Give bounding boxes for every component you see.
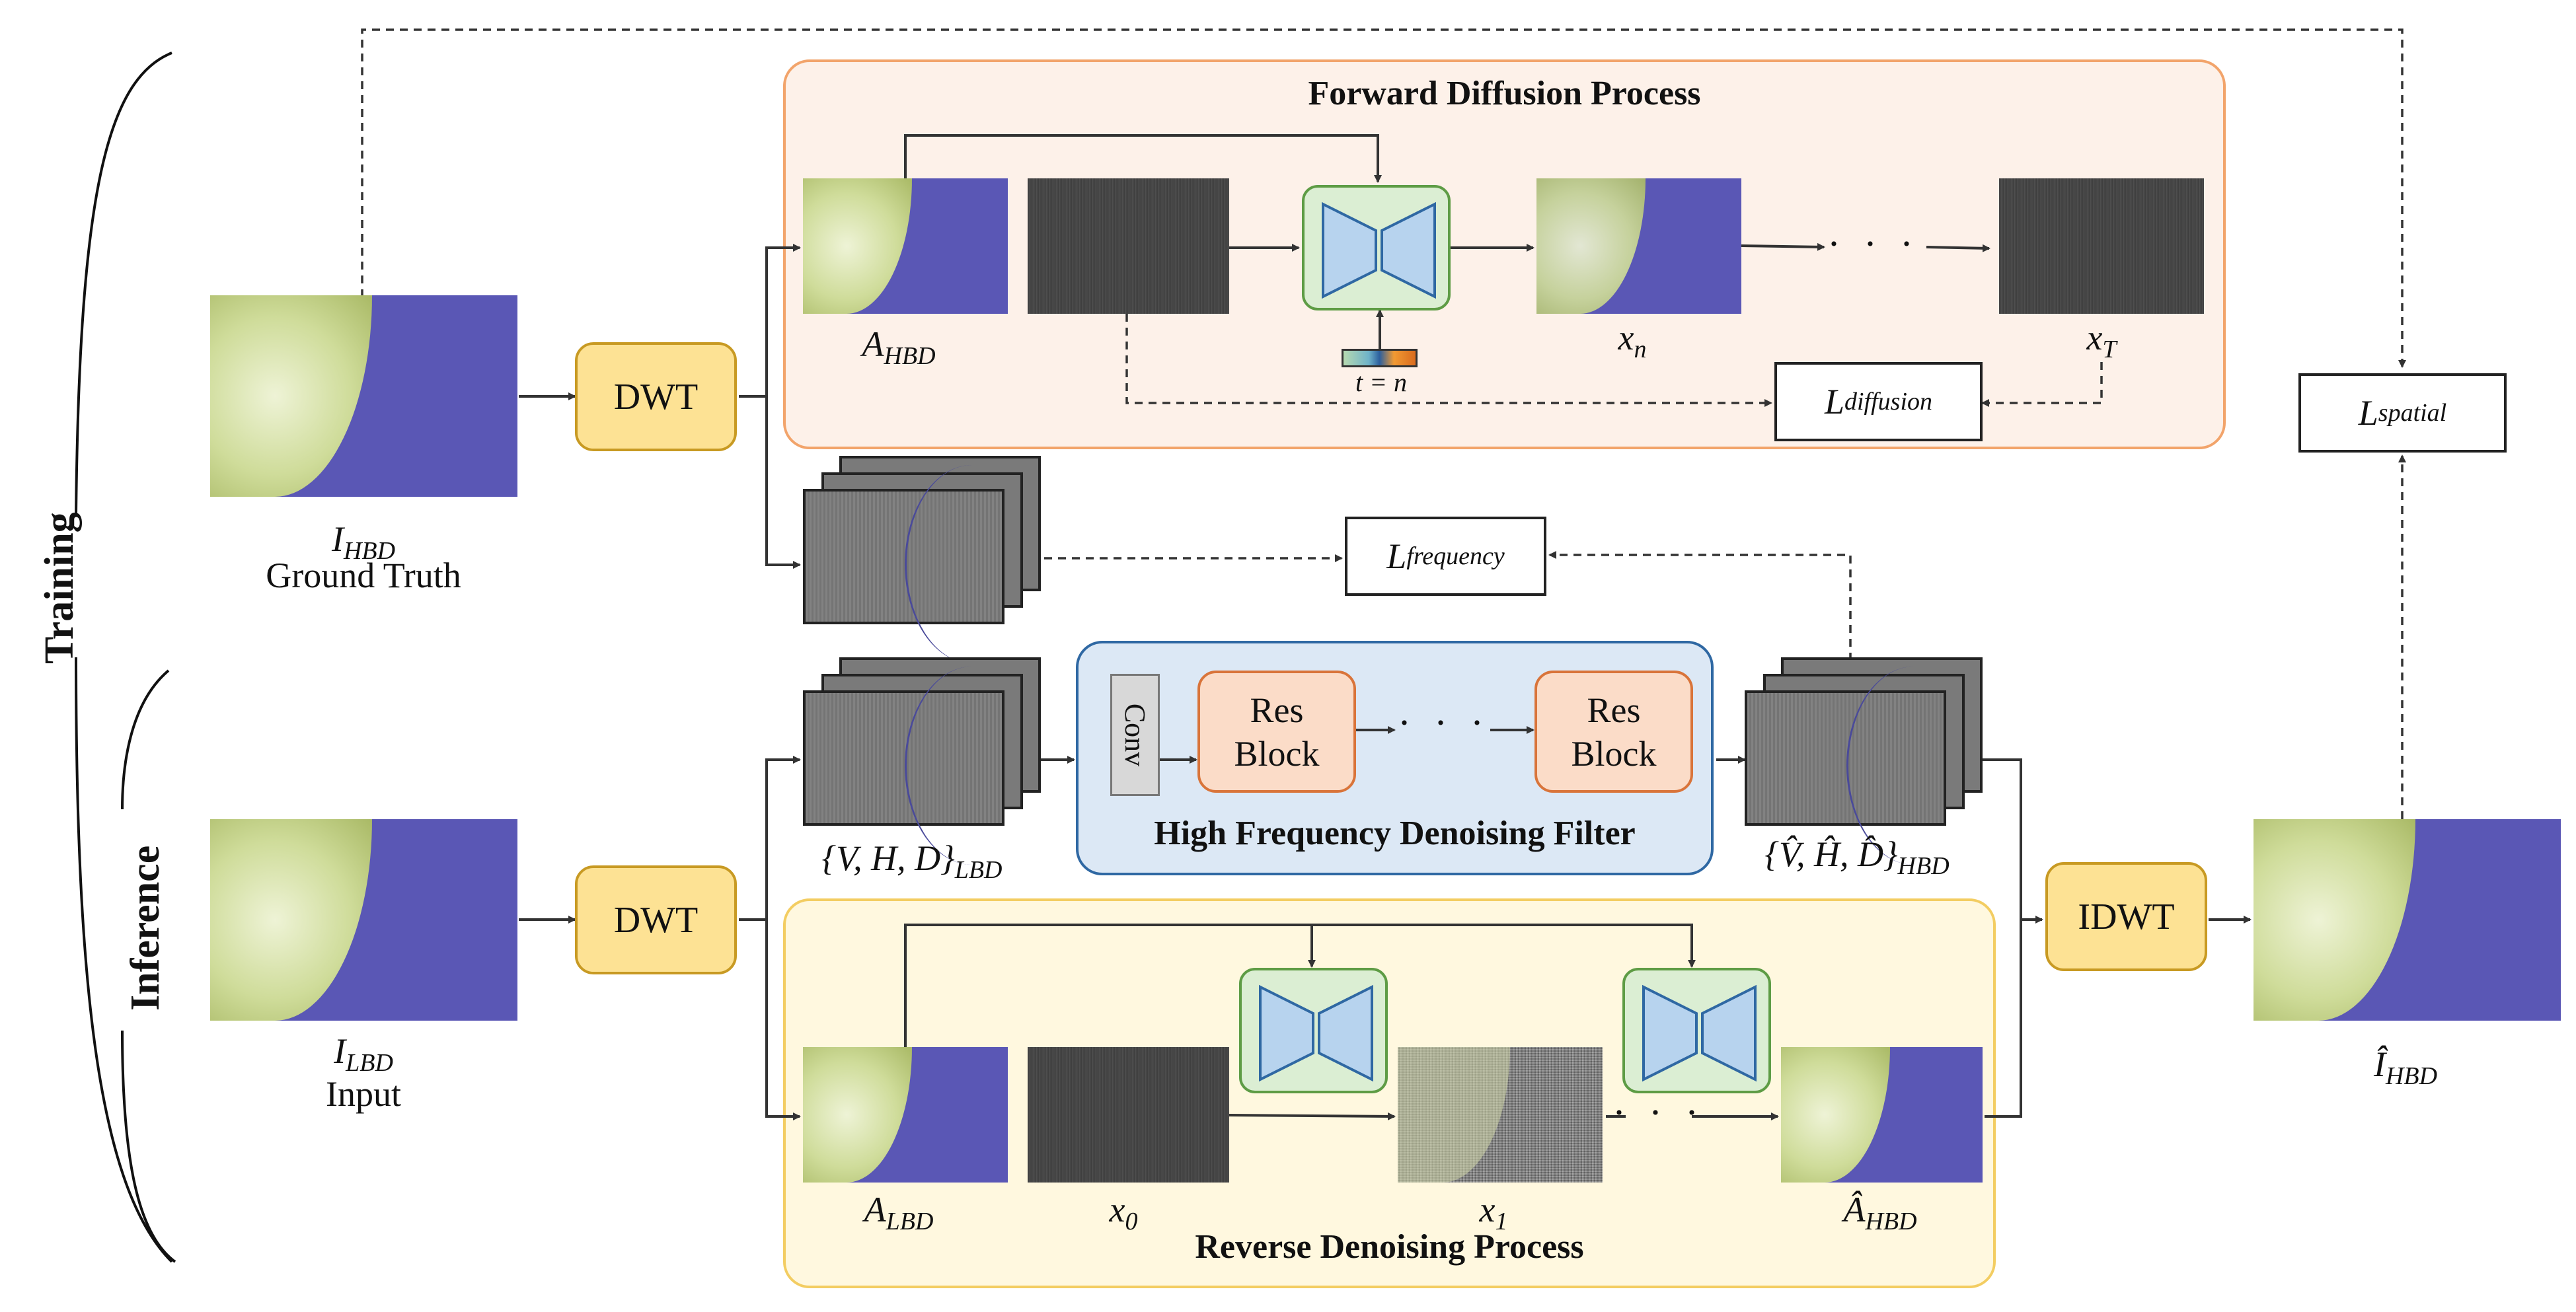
reverse-denoising-title: Reverse Denoising Process — [1195, 1228, 1584, 1266]
forward-diffusion-title: Forward Diffusion Process — [1308, 75, 1701, 112]
output-hbd-image — [2254, 819, 2561, 1021]
x0-label: x0 — [1109, 1190, 1138, 1235]
xT-label: xT — [2086, 318, 2117, 363]
dwt-training-box: DWT — [575, 342, 737, 451]
vhd-lbd-label: {V, H, D}LBD — [821, 838, 1003, 884]
ground-truth-image — [210, 295, 517, 497]
reverse-ellipsis: · · · — [1612, 1091, 1705, 1134]
hf-subband-gt-front — [803, 465, 1004, 663]
timestep-label: t = n — [1355, 367, 1408, 397]
timestep-bar — [1342, 349, 1418, 367]
xT-noise-image — [1999, 178, 2204, 314]
section-brackets — [75, 52, 176, 1263]
xn-image — [1536, 178, 1741, 314]
a-hat-hbd-image — [1781, 1047, 1983, 1183]
noise-image-forward — [1028, 178, 1229, 314]
idwt-box: IDWT — [2045, 862, 2207, 971]
unet-forward — [1302, 185, 1451, 310]
x0-noise-image — [1028, 1047, 1229, 1183]
x1-image — [1398, 1047, 1603, 1183]
vhd-hbd-label: {V̂, Ĥ, D̂}HBD — [1764, 834, 1950, 880]
a-lbd-image — [803, 1047, 1008, 1183]
gt-caption: Ground Truth — [266, 556, 461, 595]
a-hbd-label: AHBD — [862, 324, 936, 370]
hf-subband-lbd-front — [803, 667, 1004, 865]
input-symbol: ILBD — [334, 1031, 393, 1077]
x1-label: x1 — [1479, 1190, 1508, 1235]
filter-ellipsis: · · · — [1398, 701, 1490, 745]
gt-symbol: IHBD — [331, 519, 396, 565]
forward-ellipsis: · · · — [1827, 222, 1920, 266]
forward-diffusion-panel — [783, 59, 2226, 449]
a-hat-hbd-label: ÂHBD — [1843, 1190, 1917, 1235]
output-symbol: ÎHBD — [2373, 1044, 2438, 1090]
dwt-inference-box: DWT — [575, 865, 737, 974]
input-lbd-image — [210, 819, 517, 1021]
unet-reverse-2 — [1622, 968, 1771, 1093]
filter-title: High Frequency Denoising Filter — [1154, 815, 1636, 852]
conv-layer: Conv — [1110, 674, 1160, 796]
a-hbd-image — [803, 178, 1008, 314]
xn-label: xn — [1618, 318, 1647, 363]
unet-reverse-1 — [1239, 968, 1388, 1093]
hf-subband-hbd-front — [1745, 667, 1946, 865]
a-lbd-label: ALBD — [864, 1190, 934, 1235]
input-caption: Input — [326, 1074, 401, 1114]
